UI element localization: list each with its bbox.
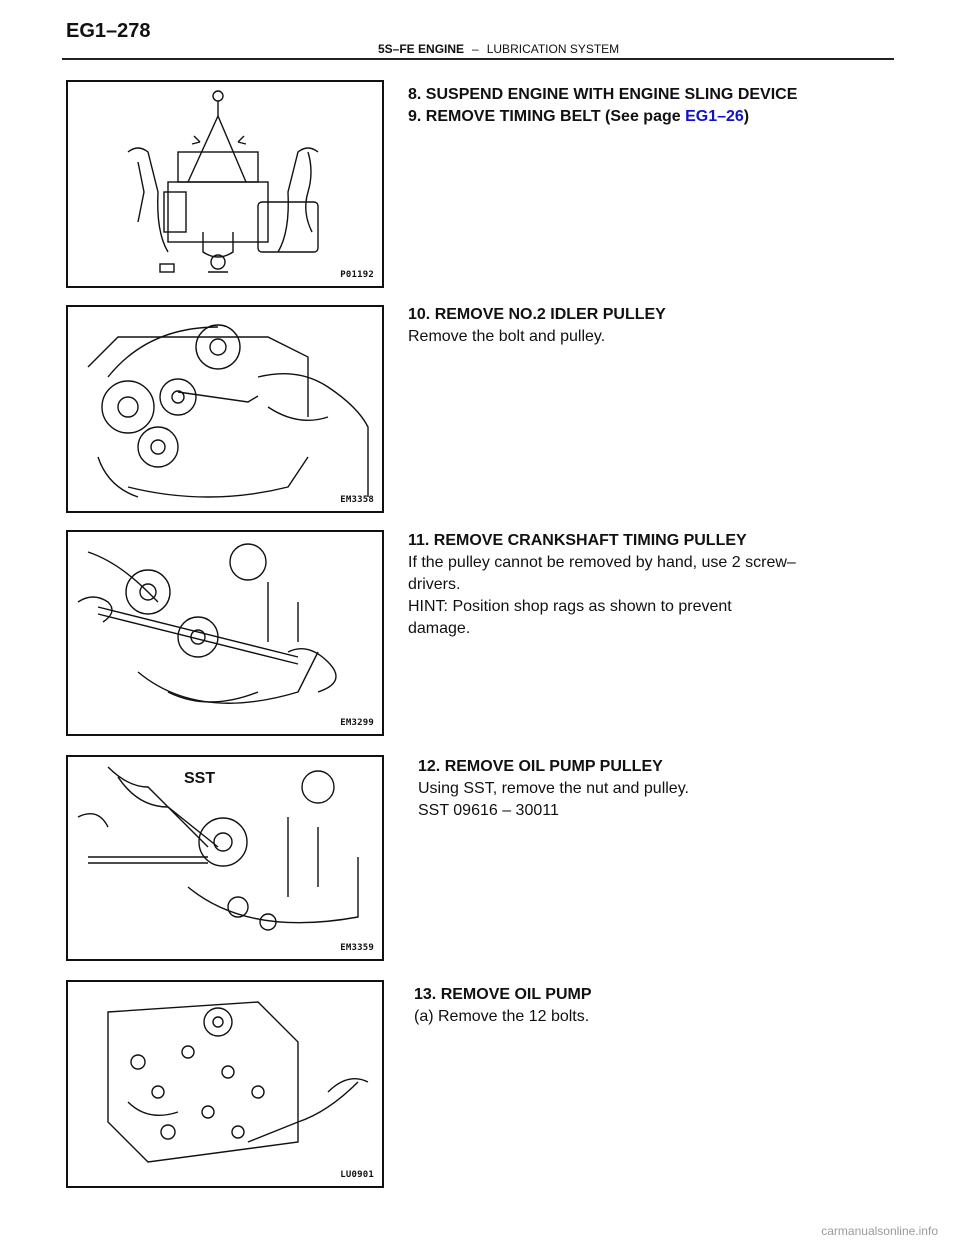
step-12-title: 12. REMOVE OIL PUMP PULLEY (418, 758, 663, 775)
figure-engine-sling: P01192 (66, 80, 384, 288)
figure-oil-pump-pulley: SST EM3359 (66, 755, 384, 961)
step-11-hint-line1: HINT: Position shop rags as shown to pre… (408, 598, 732, 615)
figure-code: EM3299 (340, 718, 374, 728)
figure-oil-pump: LU0901 (66, 980, 384, 1188)
engine-sling-illustration (127, 90, 319, 273)
step-11-body-line2: drivers. (408, 576, 461, 593)
step-13-body: (a) Remove the 12 bolts. (414, 1008, 590, 1025)
figure-code: LU0901 (340, 1170, 374, 1180)
step-10-title: 10. REMOVE NO.2 IDLER PULLEY (408, 306, 666, 323)
step-10-body: Remove the bolt and pulley. (408, 328, 606, 345)
step-8: 8. SUSPEND ENGINE WITH ENGINE SLING DEVI… (408, 84, 797, 128)
step-12: 12. REMOVE OIL PUMP PULLEY Using SST, re… (418, 756, 689, 822)
figure-crankshaft-pulley: EM3299 (66, 530, 384, 736)
crankshaft-pulley-illustration (77, 543, 337, 704)
step-12-body: Using SST, remove the nut and pulley. (418, 780, 689, 797)
sst-label: SST (184, 770, 215, 787)
step-11-hint-line2: damage. (408, 620, 471, 637)
oil-pump-illustration (107, 1001, 369, 1163)
page-link[interactable]: EG1–26 (685, 108, 744, 125)
header-rule (62, 58, 894, 60)
section-title: 5S–FE ENGINE (378, 42, 465, 56)
header-separator: – (472, 42, 479, 56)
page-number: EG1–278 (66, 20, 151, 42)
subsection-title: LUBRICATION SYSTEM (486, 42, 620, 56)
figure-code: EM3358 (340, 495, 374, 505)
step-8-title: 8. SUSPEND ENGINE WITH ENGINE SLING DEVI… (408, 86, 798, 103)
running-header: 5S–FE ENGINE–LUBRICATION SYSTEM (378, 42, 619, 56)
idler-pulley-illustration (87, 324, 369, 498)
figure-code: P01192 (340, 270, 374, 280)
step-11-body-line1: If the pulley cannot be removed by hand,… (408, 554, 796, 571)
step-9-suffix: ) (743, 108, 750, 125)
step-12-sst: SST 09616 – 30011 (418, 802, 559, 819)
figure-idler-pulley: EM3358 (66, 305, 384, 513)
figure-code: EM3359 (340, 943, 374, 953)
step-13: 13. REMOVE OIL PUMP (a) Remove the 12 bo… (414, 984, 592, 1028)
step-9-prefix: 9. REMOVE TIMING BELT (See page (408, 108, 686, 125)
step-11: 11. REMOVE CRANKSHAFT TIMING PULLEY If t… (408, 530, 796, 640)
oil-pump-pulley-illustration: SST (77, 766, 359, 931)
step-13-title: 13. REMOVE OIL PUMP (414, 986, 592, 1003)
step-10: 10. REMOVE NO.2 IDLER PULLEY Remove the … (408, 304, 666, 348)
watermark: carmanualsonline.info (821, 1224, 938, 1238)
step-9-title: 9. REMOVE TIMING BELT (See page EG1–26) (408, 106, 797, 128)
step-11-title: 11. REMOVE CRANKSHAFT TIMING PULLEY (408, 532, 747, 549)
